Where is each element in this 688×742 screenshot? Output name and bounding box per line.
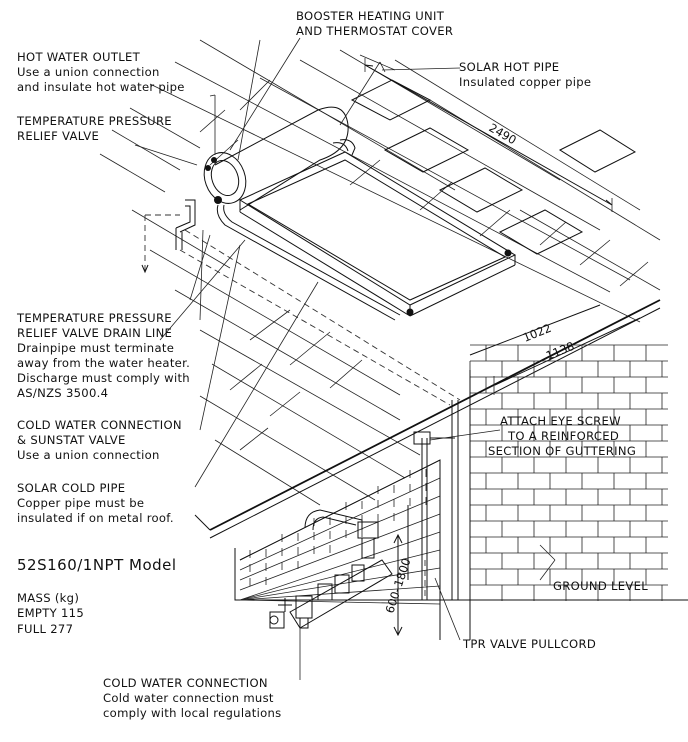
label-cold-water-sunstat: COLD WATER CONNECTION & SUNSTAT VALVE Us…: [17, 418, 186, 462]
label-tpr-valve: TEMPERATURE PRESSURE RELIEF VALVE: [16, 114, 176, 143]
dimension-lines: [364, 58, 641, 637]
roof-tiles: [99, 39, 661, 506]
label-cold-water-connection: COLD WATER CONNECTION Cold water connect…: [103, 676, 282, 720]
brick-wall: [234, 344, 688, 640]
label-hot-water-outlet: HOT WATER OUTLET Use a union connection …: [17, 50, 185, 94]
label-tpr-pullcord: TPR VALVE PULLCORD: [462, 637, 596, 651]
storage-tank: [203, 106, 356, 211]
model-name: 52S160/1NPT Model: [17, 556, 177, 574]
gutter: [194, 299, 661, 539]
solar-collector: [238, 151, 517, 317]
dimension-width-inner: 1022: [521, 321, 553, 345]
label-solar-cold-pipe: SOLAR COLD PIPE Copper pipe must be insu…: [17, 481, 174, 525]
label-solar-hot-pipe: SOLAR HOT PIPE Insulated copper pipe: [459, 60, 591, 89]
label-booster: BOOSTER HEATING UNIT AND THERMOSTAT COVE…: [296, 9, 453, 38]
mass-info: MASS (kg) EMPTY 115 FULL 277: [17, 591, 88, 636]
leader-lines: [134, 37, 556, 680]
label-tpr-drain-line: TEMPERATURE PRESSURE RELIEF VALVE DRAIN …: [16, 311, 194, 400]
label-eye-screw: ATTACH EYE SCREW TO A REINFORCED SECTION…: [488, 414, 636, 458]
roof-pipes: [141, 199, 461, 600]
valve-assembly: [269, 509, 393, 629]
dimension-height: 600–1800: [383, 556, 414, 615]
label-ground-level: GROUND LEVEL: [553, 579, 648, 593]
